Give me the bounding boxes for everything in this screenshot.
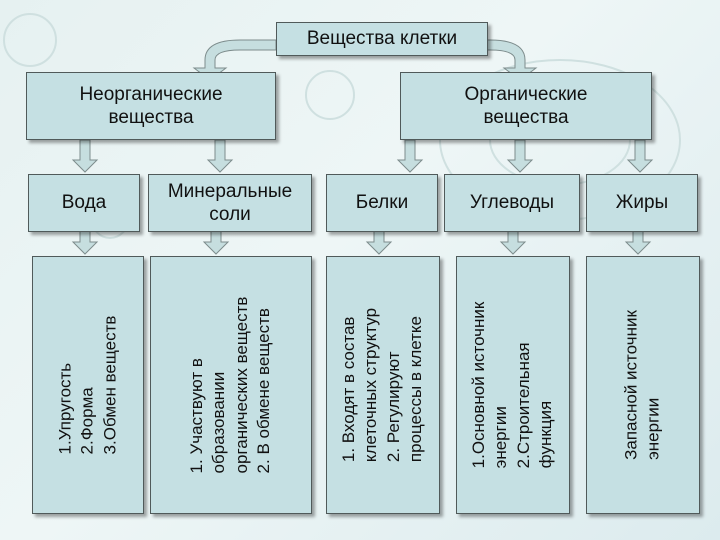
water-box: Вода [28, 174, 140, 232]
arrow-carbs-functions [499, 229, 527, 255]
inorganic-box: Неорганические вещества [26, 72, 276, 140]
minerals-box: Минеральные соли [148, 174, 312, 232]
proteins-box: Белки [326, 174, 438, 232]
arrow-to-minerals [206, 139, 234, 173]
arrow-minerals-functions [202, 229, 230, 255]
water-functions-box: 1.Упругость 2.Форма 3.Обмен веществ [32, 256, 144, 514]
arrow-to-fats [626, 139, 654, 173]
minerals-functions-text: 1. Участвуют в образовании органических … [187, 296, 274, 474]
inorganic-label: Неорганические вещества [79, 83, 223, 128]
title-text: Вещества клетки [306, 28, 458, 50]
fats-label: Жиры [615, 192, 669, 214]
proteins-label: Белки [355, 192, 409, 214]
arrow-proteins-functions [365, 229, 393, 255]
proteins-functions-text: 1. Входят в состав клеточных структур 2.… [339, 307, 426, 463]
minerals-functions-box: 1. Участвуют в образовании органических … [150, 256, 312, 514]
arrow-water-functions [71, 229, 99, 255]
organic-label: Органические вещества [464, 83, 588, 128]
title-box: Вещества клетки [276, 22, 488, 56]
water-functions-text: 1.Упругость 2.Форма 3.Обмен веществ [55, 315, 120, 455]
carbs-label: Углеводы [469, 192, 555, 214]
arrow-to-carbs [506, 139, 534, 173]
arrow-to-proteins [396, 139, 424, 173]
fats-functions-text: Запасной источник энергии [621, 310, 663, 460]
proteins-functions-box: 1. Входят в состав клеточных структур 2.… [326, 256, 440, 514]
fats-functions-box: Запасной источник энергии [586, 256, 700, 514]
fats-box: Жиры [586, 174, 698, 232]
water-label: Вода [61, 192, 107, 214]
minerals-label: Минеральные соли [167, 180, 293, 225]
carbs-functions-text: 1.Основной источник энергии 2.Строительн… [469, 301, 556, 469]
organic-box: Органические вещества [400, 72, 652, 140]
carbs-box: Углеводы [444, 174, 580, 232]
carbs-functions-box: 1.Основной источник энергии 2.Строительн… [456, 256, 570, 514]
arrow-to-water [71, 139, 99, 173]
arrow-fats-functions [624, 229, 652, 255]
